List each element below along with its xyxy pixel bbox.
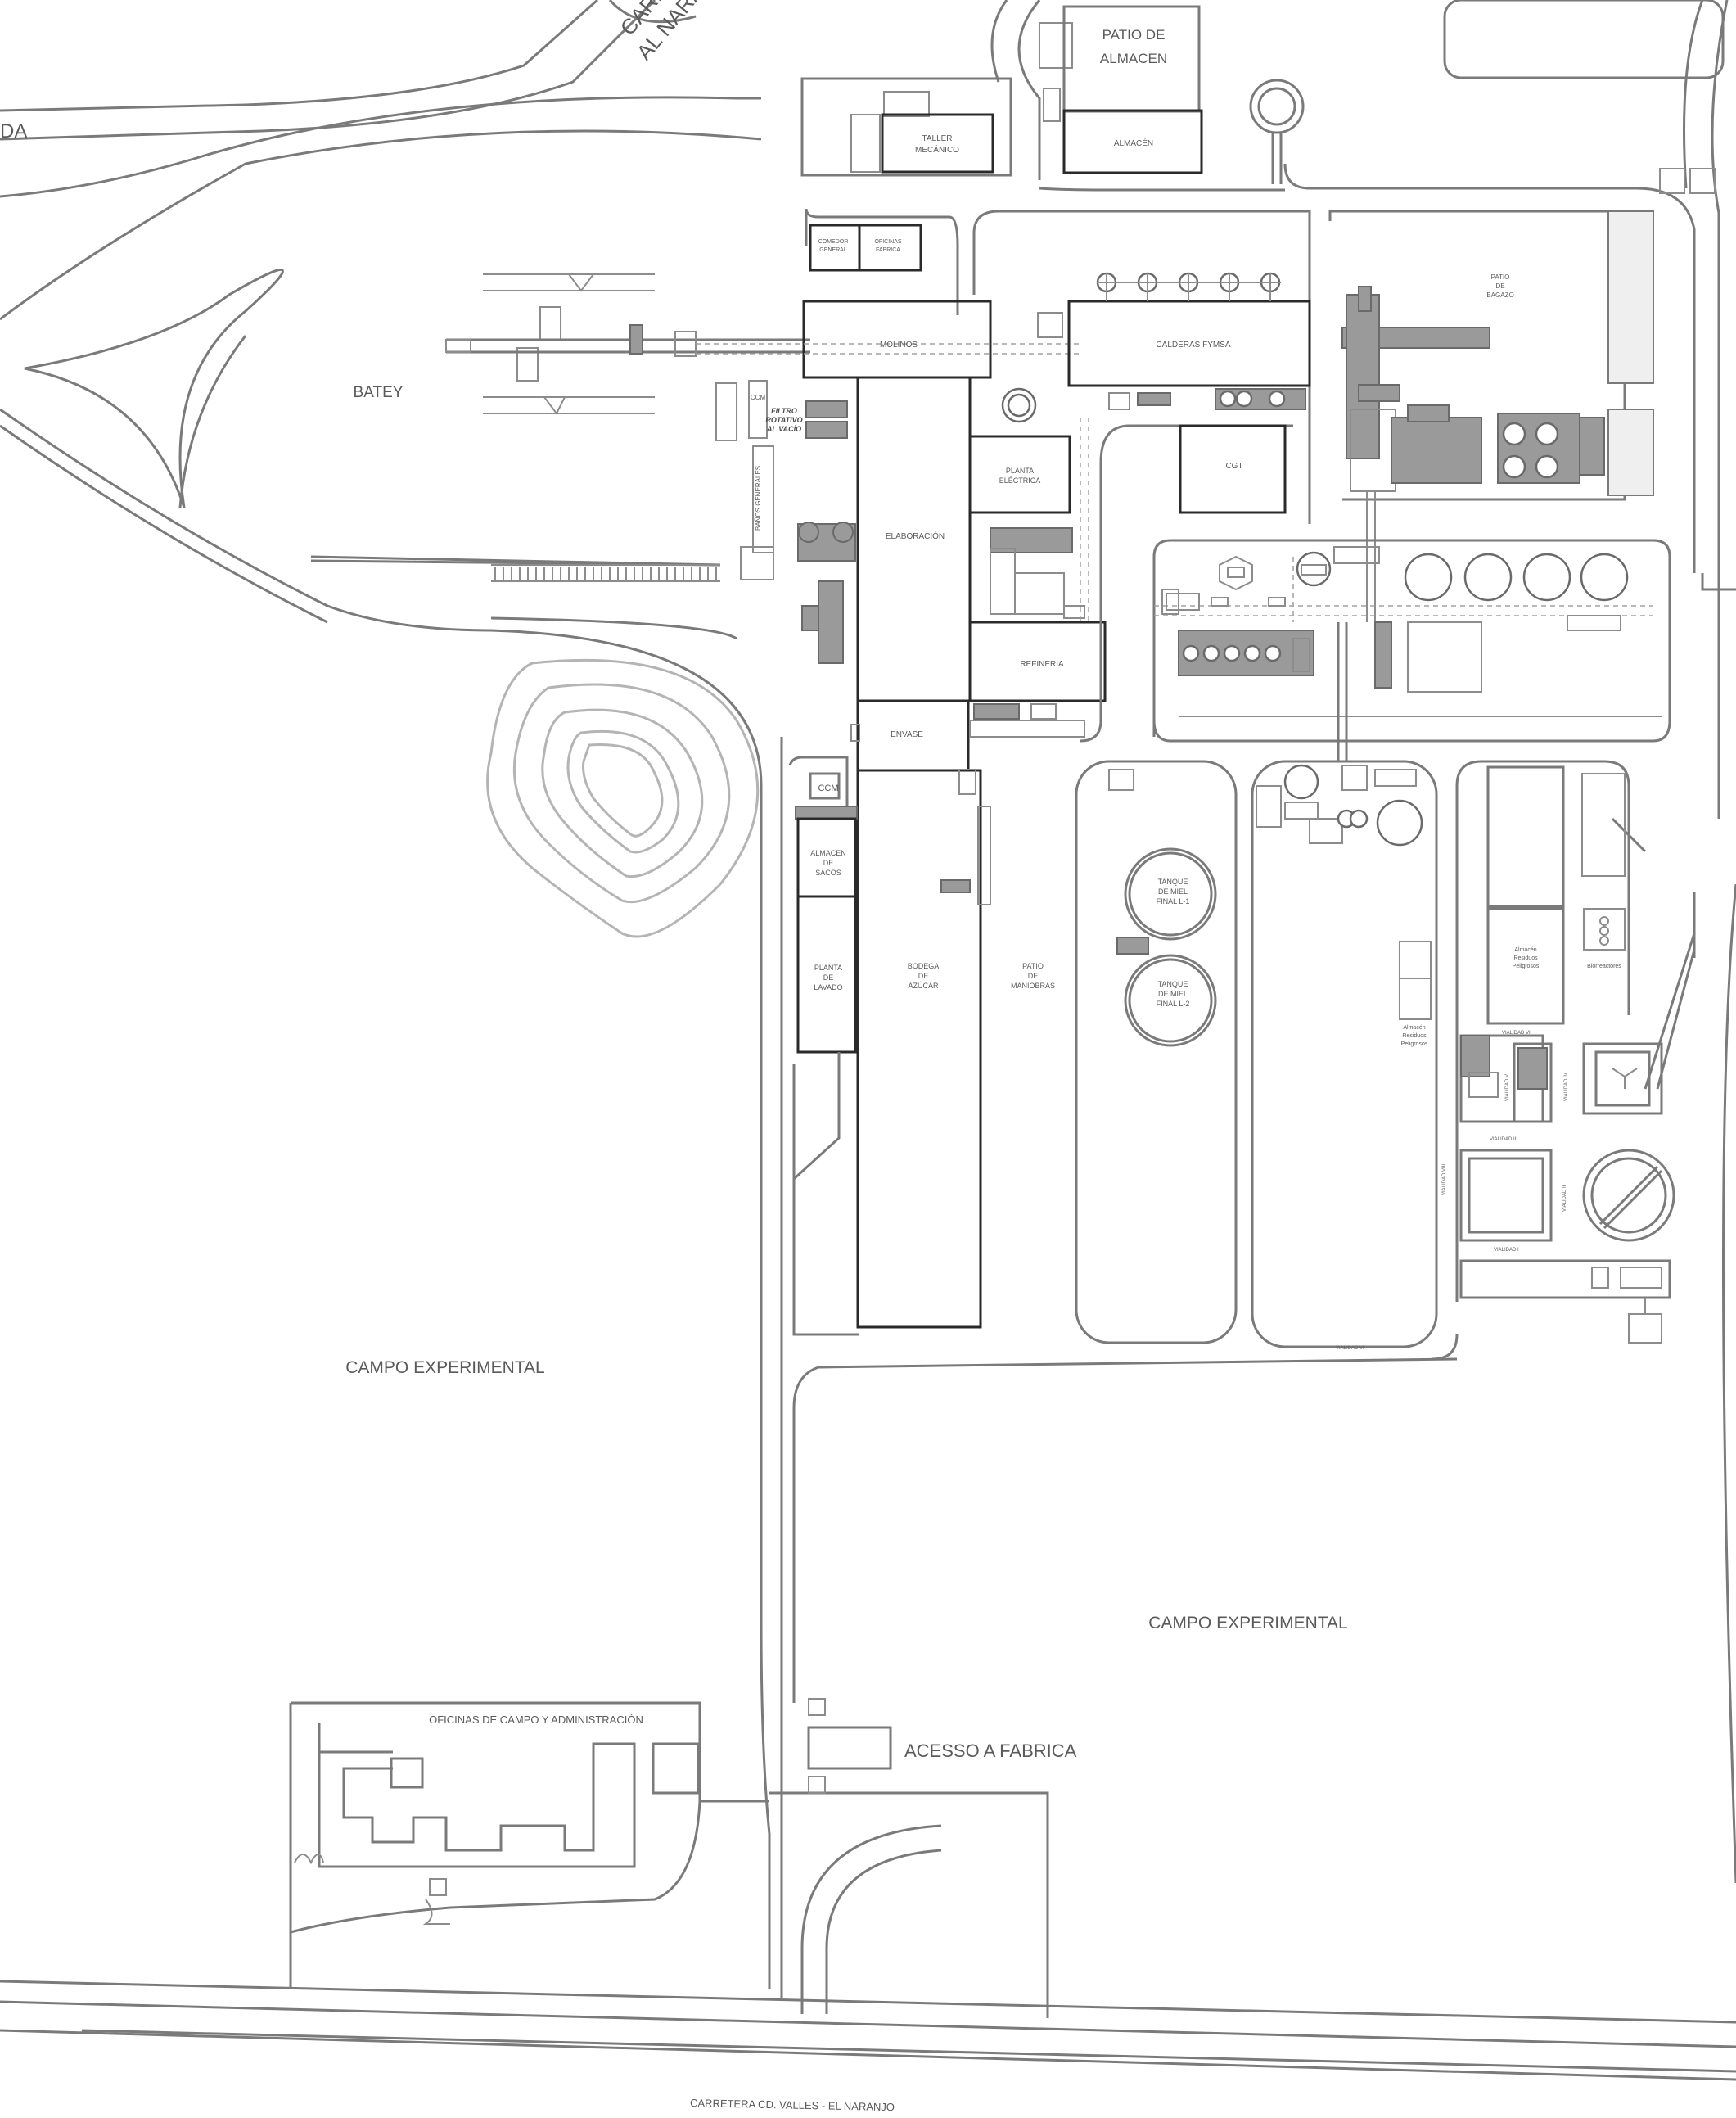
almacen-building <box>1062 109 1203 174</box>
bodega-line3: AZÚCAR <box>908 982 939 990</box>
topographic-mound <box>486 658 760 938</box>
admin-offices <box>294 1723 700 1925</box>
vialidad-iii-label: VIALIDAD III <box>1490 1137 1517 1142</box>
banos-label: BAÑOS GENERALES <box>755 466 762 531</box>
patio-bagazo-line3: BAGAZO <box>1486 291 1513 299</box>
bagasse-area <box>1328 210 1654 622</box>
almacen-sacos <box>796 817 857 898</box>
comedor-block <box>805 208 959 315</box>
cgt-building <box>1179 424 1287 514</box>
biorreactores-label: Biorreactores <box>1587 964 1621 969</box>
tanque-l2-line3: FINAL L-2 <box>1157 1000 1190 1008</box>
planta-electrica-line1: PLANTA <box>1006 467 1034 475</box>
patio-almacen-line1: PATIO DE <box>1102 27 1166 43</box>
taller-mecanico <box>881 113 994 174</box>
vialidad-ii-label: VIALIDAD II <box>1562 1185 1567 1212</box>
ccm-top-label: CCM <box>751 394 766 401</box>
ccm-label: CCM <box>818 784 838 793</box>
oficinas-fabrica-line2: FABRICA <box>876 247 900 253</box>
vialidad-viii-label: VIALIDAD VIII <box>1442 1164 1447 1195</box>
workshop-area <box>800 0 1725 194</box>
almacen-sacos-line3: SACOS <box>815 869 841 877</box>
almacen-sacos-line2: DE <box>823 859 834 867</box>
molinos-building <box>802 300 992 379</box>
patio-almacen-line2: ALMACEN <box>1100 51 1167 66</box>
road-label-left: DA <box>0 120 27 142</box>
tank-area <box>1152 539 1671 761</box>
tanque-miel-l1 <box>1124 847 1217 941</box>
almacen-residuos-line2: Residuos <box>1513 955 1538 961</box>
boilers-area <box>972 210 1311 743</box>
vialidad-vii-label: VIALIDAD VII <box>1502 1031 1532 1036</box>
tanque-l1-line1: TANQUE <box>1158 878 1188 886</box>
batey-area <box>310 273 810 582</box>
patio-maniobras-line2: DE <box>1028 972 1039 980</box>
planta-lavado-line3: LAVADO <box>814 983 842 991</box>
bagasse-pile <box>1607 210 1654 384</box>
planta-lavado-line2: DE <box>823 973 834 982</box>
patio-bagazo-line2: DE <box>1495 282 1504 290</box>
planta-lavado <box>796 895 857 1054</box>
access-gate <box>807 1698 892 1794</box>
cgt-label: CGT <box>1225 462 1242 471</box>
tanque-miel-l2 <box>1124 954 1217 1047</box>
carretera-bottom-label: CARRETERA CD. VALLES - EL NARANJO <box>690 2097 895 2113</box>
boiler-stacks <box>1096 272 1281 301</box>
almacen-residuos-b-line2: Residuos <box>1402 1033 1427 1039</box>
elaboracion-label: ELABORACIÓN <box>886 531 945 541</box>
filtro-line2: ROTATIVO <box>765 416 802 424</box>
comedor-line2: GENERAL <box>819 247 847 253</box>
filtro-line1: FILTRO <box>771 407 797 415</box>
acceso-fabrica-label: ACESSO A FABRICA <box>904 1741 1077 1761</box>
envase-label: ENVASE <box>891 730 923 739</box>
refineria-building <box>968 621 1107 702</box>
bodega-line2: DE <box>918 972 929 980</box>
molinos-label: MOLINOS <box>880 341 918 350</box>
refineria-label: REFINERIA <box>1020 660 1064 669</box>
planta-electrica <box>968 435 1071 514</box>
almacen-sacos-line1: ALMACEN <box>810 849 846 857</box>
campo-experimental-left: CAMPO EXPERIMENTAL <box>345 1358 545 1377</box>
factory-column <box>696 300 1107 1336</box>
east-area <box>1251 760 1696 1361</box>
vialidad-i-label: VIALIDAD I <box>1494 1248 1519 1253</box>
calderas-label: CALDERAS FYMSA <box>1156 341 1230 350</box>
oficinas-campo-label: OFICINAS DE CAMPO Y ADMINISTRACIÓN <box>429 1714 643 1726</box>
planta-lavado-line1: PLANTA <box>814 964 842 972</box>
comedor-line1: COMEDOR <box>818 239 849 245</box>
almacen-residuos-line1: Almacén <box>1514 947 1536 953</box>
almacen-label: ALMACÉN <box>1114 138 1153 148</box>
tanque-l2-line1: TANQUE <box>1158 980 1188 988</box>
planta-electrica-line2: ELÉCTRICA <box>999 476 1041 485</box>
dock-grid <box>491 564 720 582</box>
vialidad-v-label: VIALIDAD V <box>1505 1074 1510 1101</box>
taller-line2: MECÁNICO <box>915 144 959 155</box>
tanque-l1-line3: FINAL L-1 <box>1157 897 1190 905</box>
almacen-residuos-line3: Peligrosos <box>1513 964 1540 969</box>
patio-maniobras-line3: MANIOBRAS <box>1011 982 1055 990</box>
tanque-l1-line2: DE MIEL <box>1158 887 1188 896</box>
labels: CARR AL NARA DA PATIO DE ALMACEN ALMACÉN… <box>0 0 1621 2113</box>
almacen-residuos-b-line1: Almacén <box>1403 1025 1425 1031</box>
bodega-azucar <box>856 769 982 1329</box>
tanque-l2-line2: DE MIEL <box>1158 990 1188 998</box>
vialidad-vi-label: VIALIDAD VI <box>1336 1346 1364 1351</box>
oficinas-fabrica-line1: OFICINAS <box>874 239 901 245</box>
patio-maniobras-line1: PATIO <box>1022 962 1044 970</box>
molasses-tanks <box>1075 760 1238 1344</box>
campo-experimental-right: CAMPO EXPERIMENTAL <box>1148 1614 1348 1633</box>
almacen-residuos-b-line3: Peligrosos <box>1401 1041 1428 1047</box>
filtro-line3: AL VACÍO <box>766 425 801 433</box>
batey-label: BATEY <box>354 384 404 401</box>
taller-line1: TALLER <box>922 134 952 143</box>
vialidad-iv-label: VIALIDAD IV <box>1564 1073 1569 1101</box>
roundabout <box>1249 79 1305 134</box>
bodega-line1: BODEGA <box>908 962 940 970</box>
patio-bagazo-line1: PATIO <box>1491 273 1510 281</box>
